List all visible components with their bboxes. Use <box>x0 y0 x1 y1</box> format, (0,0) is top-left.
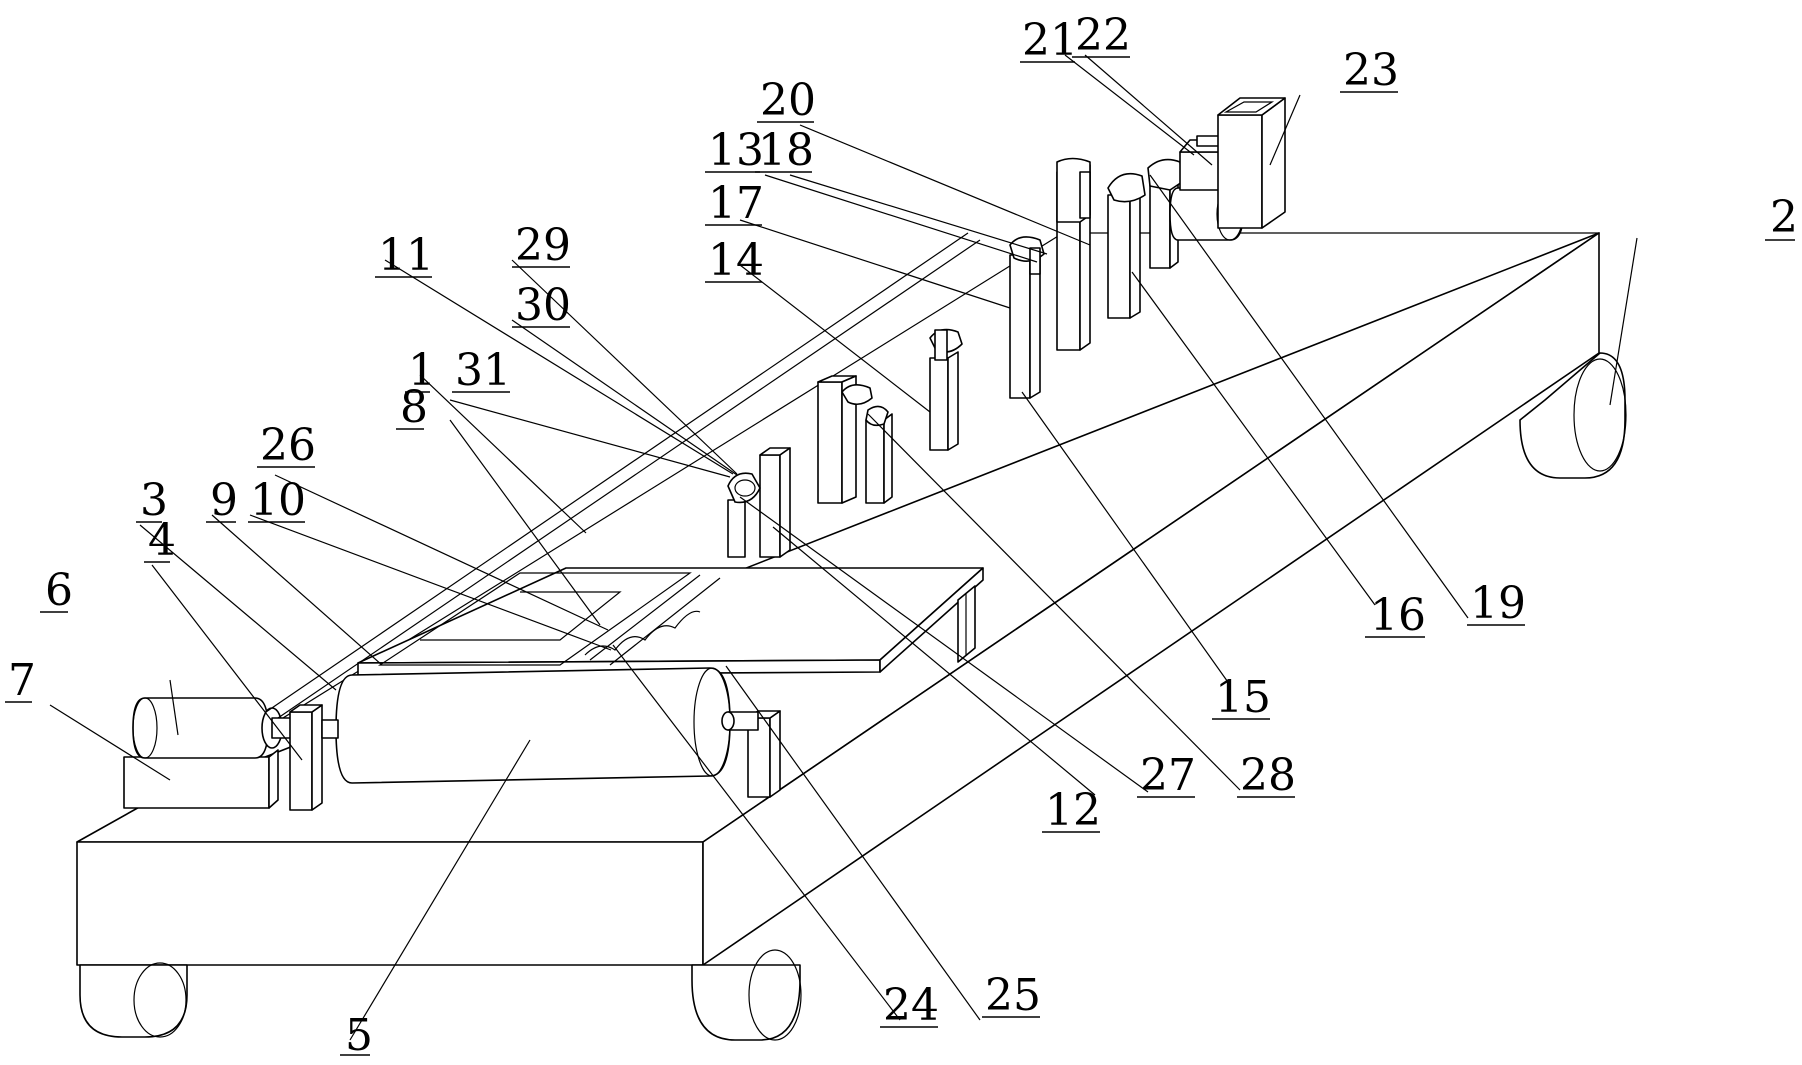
label-12: 12 <box>1045 785 1101 836</box>
cutter-unit-2 <box>817 375 893 504</box>
label-16: 16 <box>1370 590 1426 641</box>
reference-labels: 1 2 3 4 5 6 7 8 9 10 11 12 13 14 15 16 1… <box>5 10 1798 1061</box>
control-box <box>1217 97 1286 229</box>
cutter-unit-7 <box>1147 158 1183 269</box>
motor <box>132 697 269 759</box>
label-27: 27 <box>1140 750 1196 801</box>
label-3: 3 <box>140 475 168 526</box>
label-26: 26 <box>260 420 316 471</box>
label-28: 28 <box>1240 750 1296 801</box>
label-9: 9 <box>210 475 238 526</box>
cutter-unit-4 <box>1009 236 1045 399</box>
label-17: 17 <box>708 178 764 229</box>
roller <box>321 667 759 784</box>
label-13: 13 <box>708 125 764 176</box>
leader-lines <box>49 54 1638 1041</box>
label-5: 5 <box>345 1010 373 1061</box>
label-10: 10 <box>250 475 306 526</box>
label-14: 14 <box>708 235 764 286</box>
cutter-unit-5 <box>1056 157 1091 351</box>
label-6: 6 <box>45 565 73 616</box>
label-2: 2 <box>1770 192 1798 243</box>
label-31: 31 <box>455 345 511 396</box>
label-22: 22 <box>1075 10 1131 61</box>
wheel-rear-right <box>1519 352 1627 479</box>
side-rail <box>265 232 981 719</box>
bearing-seat-left <box>289 704 323 811</box>
label-1: 1 <box>408 345 436 396</box>
label-19: 19 <box>1470 578 1526 629</box>
cutter-unit-3 <box>929 328 963 451</box>
wheel-front-left <box>79 962 188 1038</box>
label-20: 20 <box>760 75 816 126</box>
label-15: 15 <box>1215 672 1271 723</box>
label-8: 8 <box>400 382 428 433</box>
label-7: 7 <box>8 655 36 706</box>
cutter-unit-6 <box>1107 172 1146 319</box>
cutter-unit-1 <box>727 447 791 558</box>
label-18: 18 <box>758 125 814 176</box>
label-30: 30 <box>515 280 571 331</box>
wheel-front-right <box>691 949 802 1041</box>
label-24: 24 <box>883 980 939 1031</box>
label-21: 21 <box>1022 15 1078 66</box>
label-25: 25 <box>985 970 1041 1021</box>
label-11: 11 <box>378 230 434 281</box>
label-23: 23 <box>1343 45 1399 96</box>
worktable <box>357 567 984 676</box>
label-4: 4 <box>148 515 176 566</box>
label-29: 29 <box>515 220 571 271</box>
